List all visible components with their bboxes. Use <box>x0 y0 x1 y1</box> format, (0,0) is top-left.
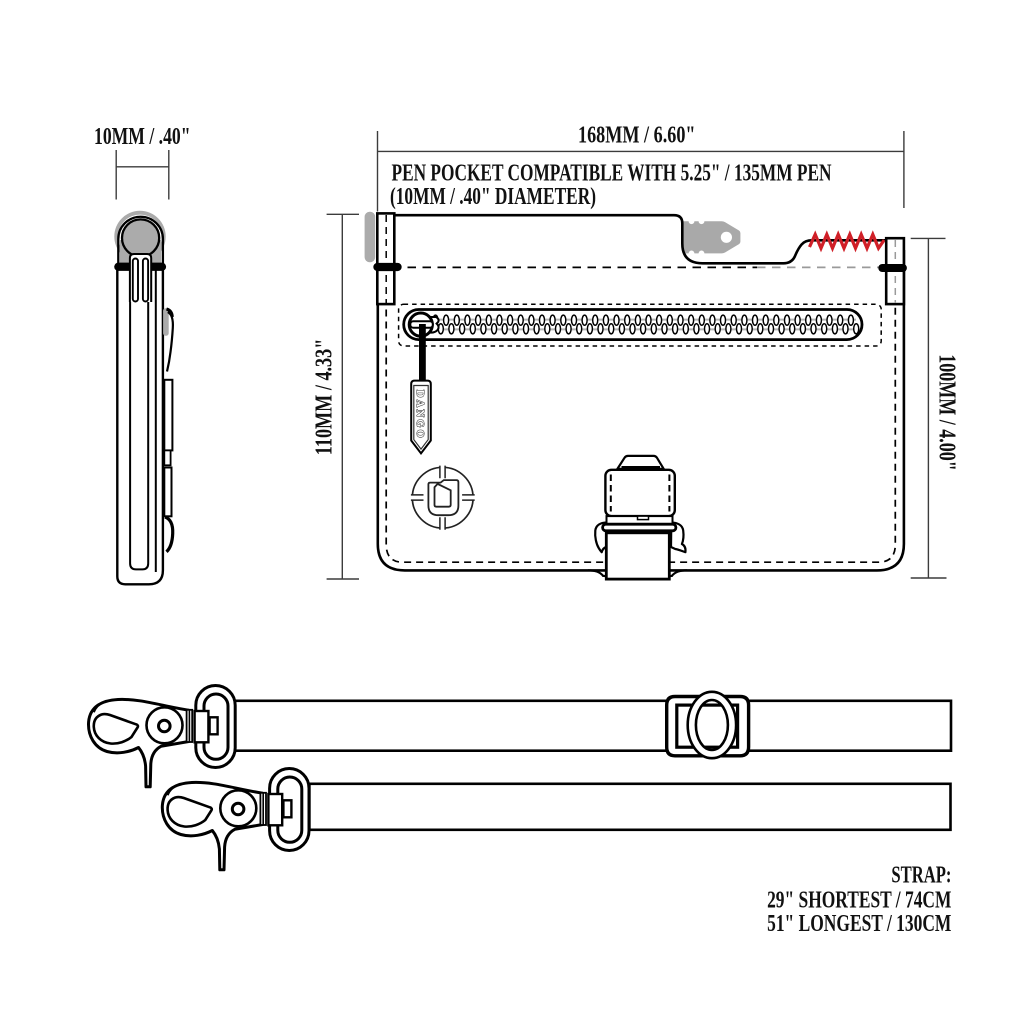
svg-text:168MM / 6.60": 168MM / 6.60" <box>578 122 696 148</box>
svg-text:110MM / 4.33": 110MM / 4.33" <box>312 339 338 456</box>
svg-text:51" LONGEST / 130CM: 51" LONGEST / 130CM <box>767 911 951 937</box>
svg-text:100MM / 4.00": 100MM / 4.00" <box>934 354 960 471</box>
svg-text:10MM / .40": 10MM / .40" <box>94 124 191 150</box>
svg-text:29" SHORTEST / 74CM: 29" SHORTEST / 74CM <box>767 887 951 913</box>
svg-text:PEN POCKET COMPATIBLE WITH 5.2: PEN POCKET COMPATIBLE WITH 5.25" / 135MM… <box>392 161 832 187</box>
svg-text:DANGO: DANGO <box>414 390 425 440</box>
svg-text:(10MM / .40" DIAMETER): (10MM / .40" DIAMETER) <box>390 184 596 210</box>
svg-text:STRAP:: STRAP: <box>891 863 951 889</box>
